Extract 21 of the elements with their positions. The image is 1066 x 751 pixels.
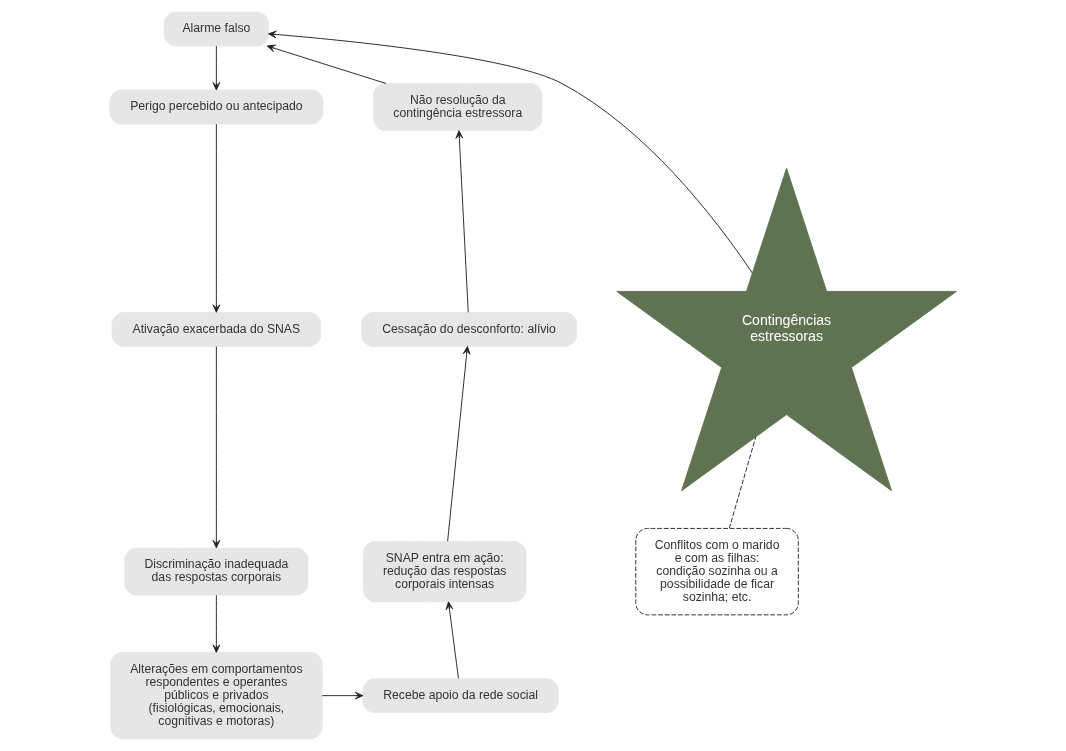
arrow [455, 130, 469, 313]
arrow [212, 123, 221, 313]
node-box: SNAP entra em ação: redução das respostas corporais intensas [362, 541, 527, 603]
arrow [445, 601, 459, 679]
node-box: Ativação exacerbada do SNAS [111, 312, 322, 347]
node-box: Alterações em comportamentos respondentes e operantes públicos e privados (fisiológicas, emocionais, cognitivas e motoras) [110, 651, 323, 740]
node-box: Conflitos com o marido e com as filhas: condição sozinha ou a possibilidade de ficar sozinha; etc. [635, 527, 799, 616]
arrow [212, 594, 221, 653]
node-box: Discriminação inadequada das respostas corporais [124, 547, 309, 596]
node-box: Não resolução da contingência estressora [373, 83, 543, 131]
node-box: Alarme falso [163, 11, 269, 47]
node-box: Cessação do desconforto: alívio [361, 312, 578, 347]
arrow [212, 346, 221, 549]
arrow [212, 45, 221, 91]
node-box: Perigo percebido ou antecipado [109, 89, 324, 125]
arrow [447, 346, 471, 542]
arrow [268, 30, 753, 274]
arrow [266, 44, 387, 84]
connector [728, 436, 757, 529]
arrow [321, 691, 364, 700]
node-box: Recebe apoio da rede social [362, 678, 559, 713]
